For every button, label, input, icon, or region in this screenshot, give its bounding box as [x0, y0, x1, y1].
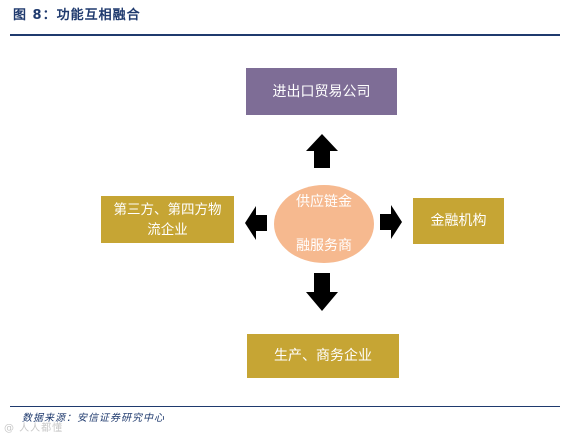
node-production-label: 生产、商务企业	[274, 348, 372, 364]
bottom-divider	[10, 406, 560, 407]
figure-title: 图 8：功能互相融合	[13, 8, 141, 23]
arrow-left-icon	[245, 206, 267, 240]
source-note: 数据来源：安信证券研究中心	[22, 413, 165, 424]
node-logistics-label-line1: 第三方、第四方物	[113, 201, 222, 218]
node-logistics-label-line2: 流企业	[147, 221, 188, 238]
node-financial-label: 金融机构	[430, 213, 487, 229]
node-supply-chain-finance: 供应链金 融服务商	[274, 185, 374, 263]
top-divider	[10, 34, 560, 36]
node-financial-institution: 金融机构	[413, 198, 504, 244]
node-import-export-company: 进出口贸易公司	[246, 68, 397, 115]
node-import-export-label: 进出口贸易公司	[272, 83, 371, 100]
center-label-line2: 融服务商	[296, 238, 352, 254]
arrow-right-icon	[380, 205, 402, 239]
center-label-line1: 供应链金	[296, 194, 352, 210]
watermark: @ 人人都懂	[4, 423, 64, 434]
node-production-commerce-enterprise: 生产、商务企业	[247, 334, 399, 378]
arrow-down-icon	[306, 273, 338, 311]
node-logistics-enterprise: 第三方、第四方物 流企业	[101, 196, 234, 243]
arrow-up-icon	[306, 134, 338, 168]
